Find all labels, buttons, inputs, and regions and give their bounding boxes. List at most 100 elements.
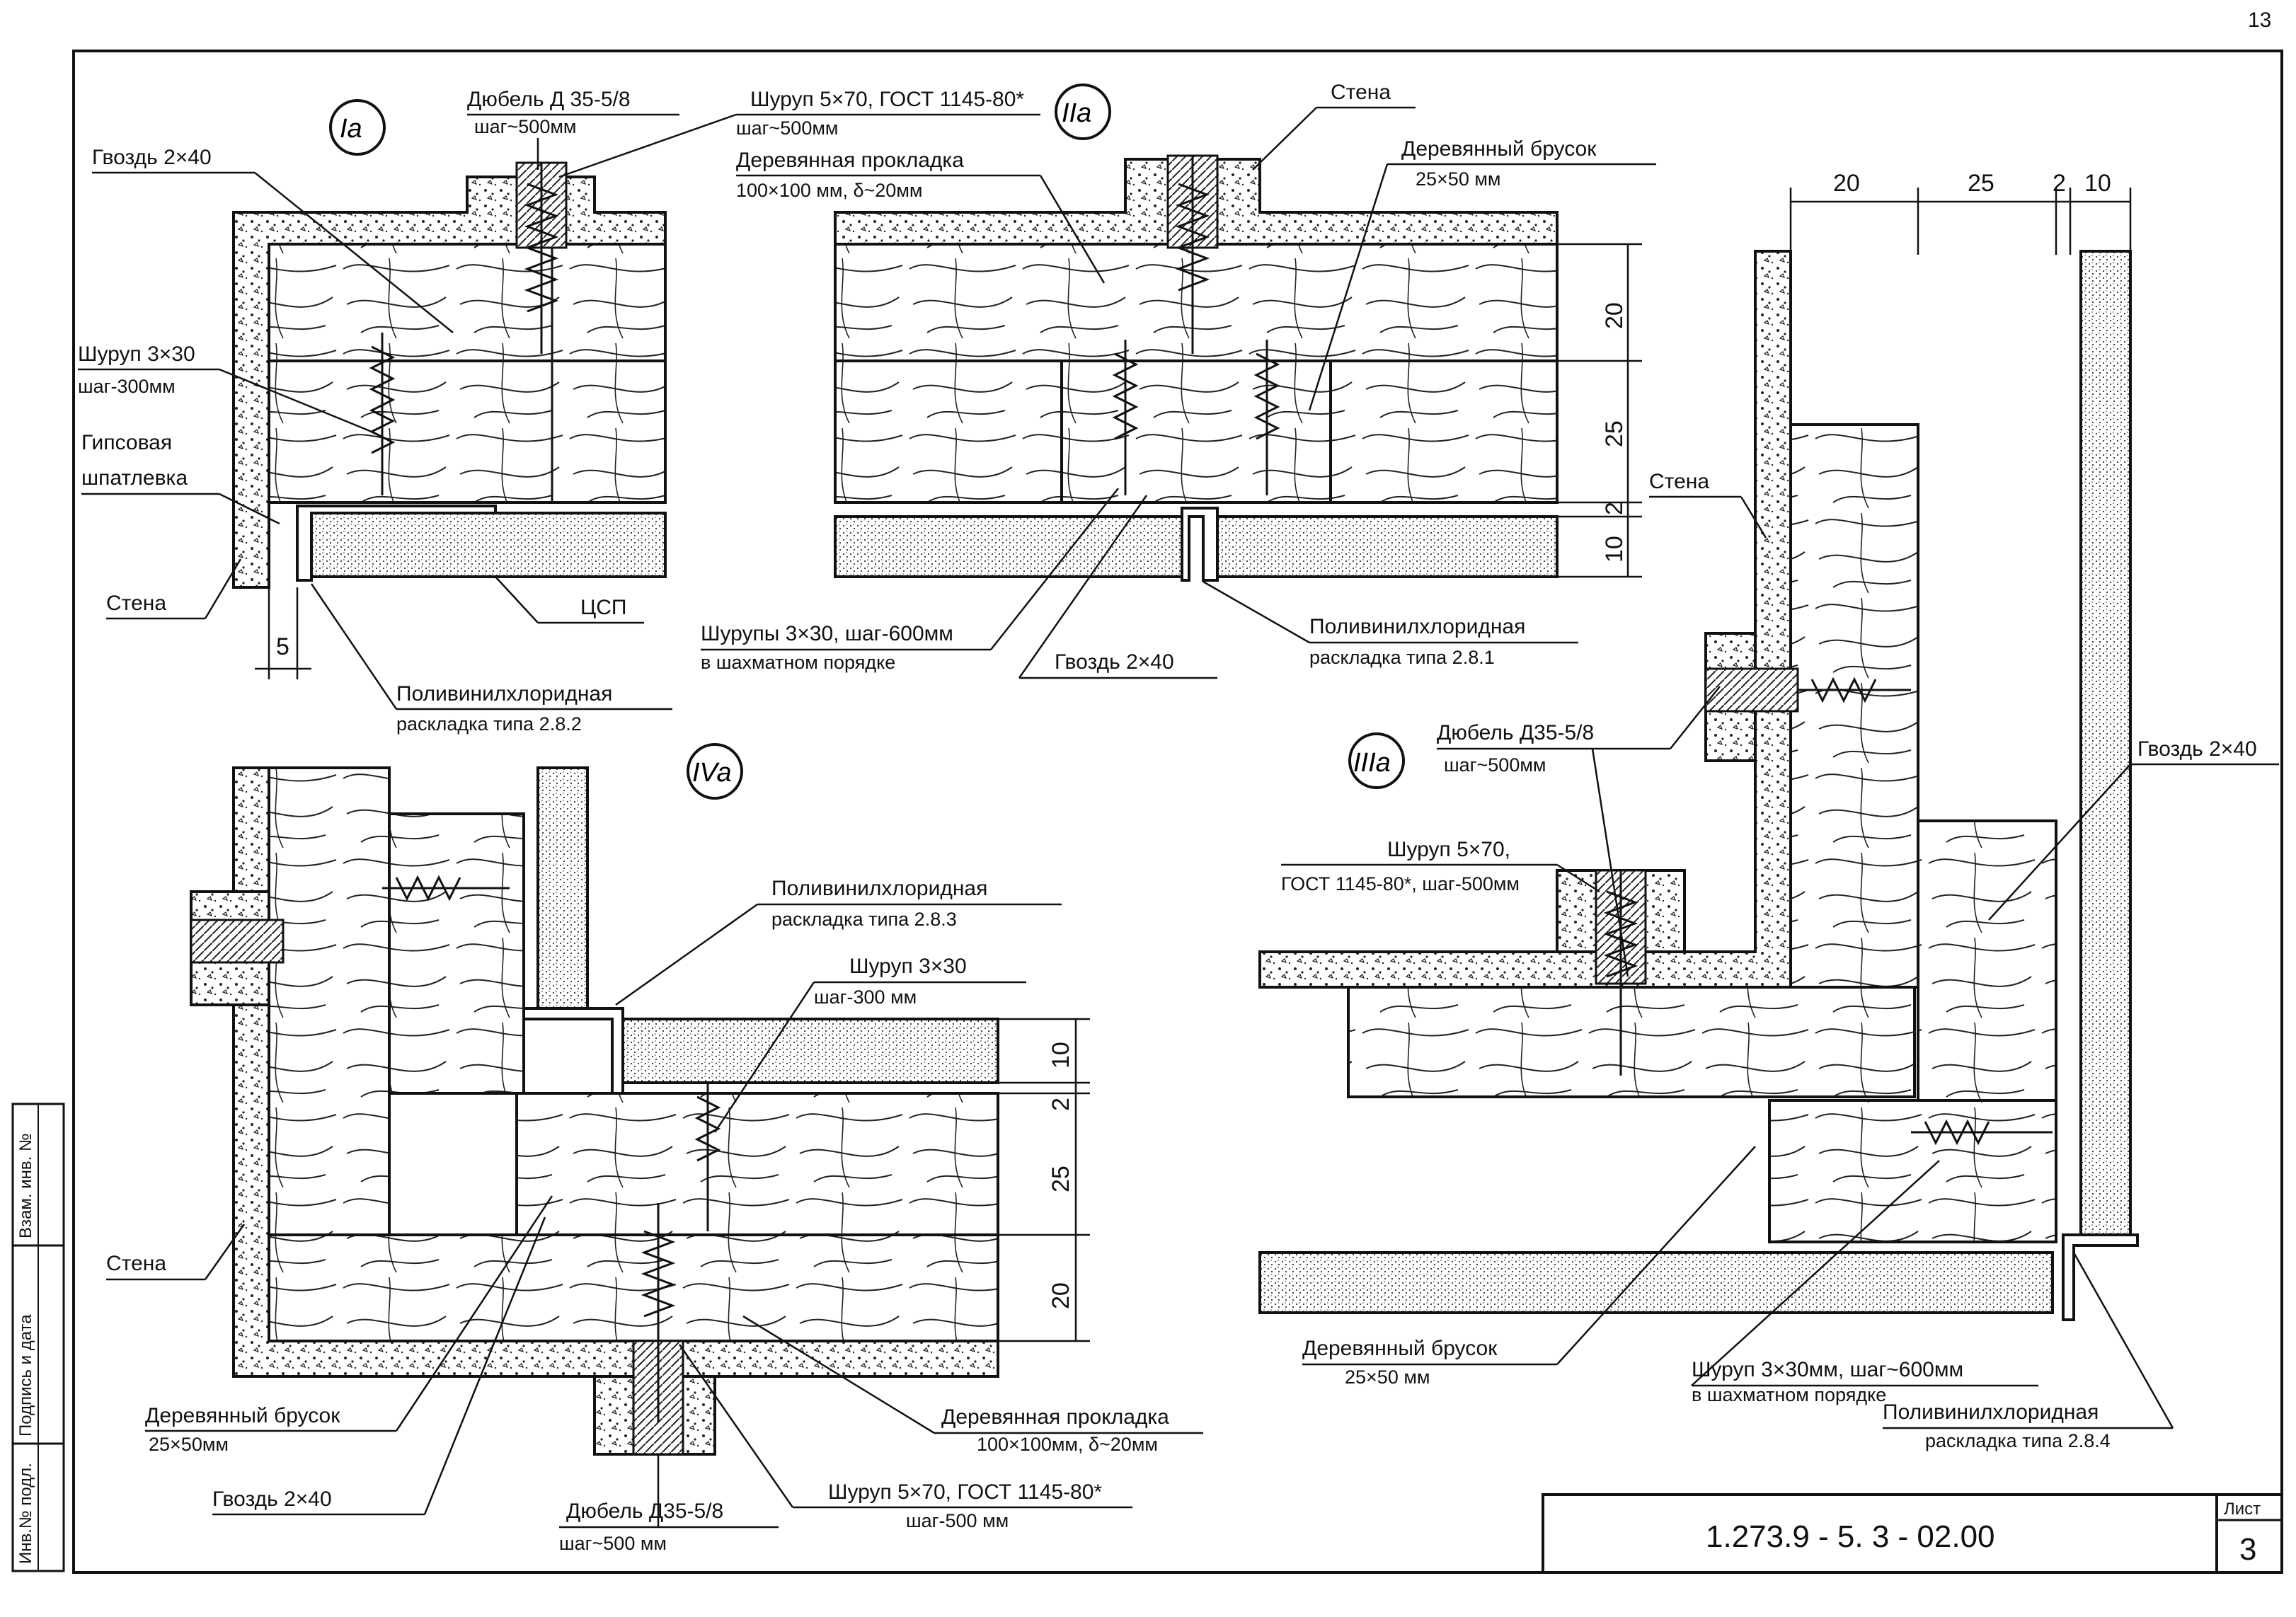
detail-IIIa-wall-label: Стена (1649, 470, 1709, 493)
detail-IIa-wood-bar-right (1329, 359, 1559, 504)
page-number: 13 (2248, 8, 2271, 32)
detail-Ia-dim-5: 5 (276, 633, 289, 660)
detail-IIa-pad-label-1: Деревянная прокладка (736, 149, 964, 172)
detail-IIa-screws-label-1: Шурупы 3×30, шаг-600мм (701, 622, 953, 645)
detail-IIa-wood-pad (834, 243, 1559, 362)
detail-IVa-screw-label: Шуруп 5×70, ГОСТ 1145-80* (828, 1480, 1102, 1504)
detail-IIa-bar-label-1: Деревянный брусок (1401, 137, 1597, 161)
detail-IIIa-screw-label-2: ГОСТ 1145-80*, шаг-500мм (1281, 873, 1520, 894)
detail-Ia-dowel-label: Дюбель Д 35-5/8 (467, 88, 631, 111)
detail-IIIa-dowel-vertical (1704, 667, 1799, 713)
detail-IIa-dim-10: 10 (1601, 536, 1628, 563)
detail-Ia-gypsum-label-2: шпатлевка (81, 466, 188, 490)
detail-Ia-dowel-step: шаг~500мм (474, 116, 576, 137)
detail-IIa-wood-bar-left (834, 359, 1070, 504)
detail-Ia-nail-label: Гвоздь 2×40 (92, 146, 212, 169)
detail-Ia-small-screw-step: шаг-300мм (78, 376, 176, 397)
detail-Ia: Ia Дюбель Д 35-5/8 шаг~500мм Шуруп 5×70,… (78, 88, 1040, 735)
detail-Ia-screw-label: Шуруп 5×70, ГОСТ 1145-80* (750, 88, 1024, 111)
detail-IIa-marker-circle (1055, 84, 1111, 140)
detail-IIIa-pvc-label-2: раскладка типа 2.8.4 (1925, 1430, 2111, 1451)
document-code: 1.273.9 - 5. 3 - 02.00 (1706, 1519, 1995, 1554)
detail-Ia-wall-label: Стена (106, 592, 166, 615)
detail-IVa-pad-label-1: Деревянная прокладка (941, 1405, 1169, 1429)
detail-IVa-board-horizontal (611, 1018, 999, 1084)
detail-IIIa-screw-label-1: Шуруп 5×70, (1387, 838, 1510, 861)
detail-IIIa-dowel-label: Дюбель Д35-5/8 (1437, 721, 1594, 744)
stamp-inv-replaced: Взам. инв. № (16, 1133, 35, 1238)
detail-IIa-dim-25: 25 (1601, 420, 1628, 447)
detail-Ia-wall (232, 175, 667, 589)
detail-IIIa-bar-label-1: Деревянный брусок (1302, 1337, 1498, 1360)
detail-IIa-pvc-label-1: Поливинилхлоридная (1309, 615, 1525, 638)
detail-Ia-pvc-label-1: Поливинилхлоридная (396, 682, 612, 706)
detail-IIIa-nail-label: Гвоздь 2×40 (2137, 737, 2257, 761)
detail-IVa-dowel-label: Дюбель Д35-5/8 (566, 1500, 723, 1523)
detail-IIa-board-left (834, 515, 1190, 578)
detail-IIIa-wood-bar-vertical (1789, 423, 1919, 989)
sheet-number: 3 (2239, 1532, 2256, 1567)
detail-IVa-board-vertical (536, 766, 589, 1017)
sheet-label: Лист (2224, 1500, 2261, 1519)
detail-IVa-nail-label: Гвоздь 2×40 (212, 1487, 332, 1511)
detail-IIIa-pvc-profile (2062, 1233, 2139, 1321)
detail-IVa-small-screw-step: шаг-300 мм (814, 986, 917, 1008)
detail-IIIa-dim-top-20: 20 (1833, 170, 1860, 197)
detail-IVa-wall-label: Стена (106, 1252, 166, 1275)
detail-IIIa-wood-bar-horizontal (1347, 986, 1916, 1098)
detail-IVa-bar-label-1: Деревянный брусок (145, 1404, 340, 1427)
detail-IIIa-dim-top-10: 10 (2084, 170, 2111, 197)
detail-IVa-dowel-step: шаг~500 мм (559, 1533, 667, 1554)
detail-IIIa-wood-bar-lower (1768, 1099, 2057, 1243)
detail-IVa-dim-20: 20 (1047, 1282, 1074, 1309)
detail-IIa-marker: IIa (1062, 98, 1091, 128)
detail-IIa-wall-label: Стена (1331, 81, 1391, 104)
detail-IIIa-wall (1258, 250, 1792, 989)
detail-IIIa-wood-pad (1917, 819, 2057, 1102)
detail-IVa: IVa Поливинилхлоридная раскладка типа 2.… (106, 743, 1203, 1554)
detail-Ia-board (310, 512, 667, 578)
detail-Ia-wood-bar-mid (268, 359, 667, 504)
detail-Ia-pvc-label-2: раскладка типа 2.8.2 (396, 713, 582, 735)
detail-Ia-screw-step: шаг~500мм (736, 117, 838, 139)
detail-IIIa-dim-top-25: 25 (1968, 170, 1994, 197)
detail-IVa-marker: IVa (692, 758, 732, 788)
detail-IIIa-pvc-label-1: Поливинилхлоридная (1883, 1400, 2099, 1424)
detail-IIIa-dowel-step: шаг~500мм (1444, 754, 1546, 776)
detail-IIIa-bar-label-2: 25×50 мм (1345, 1366, 1430, 1388)
detail-Ia-board-label: ЦСП (580, 596, 626, 619)
detail-Ia-wood-bar-top (268, 243, 667, 362)
detail-IIIa-marker: IIIa (1353, 748, 1391, 778)
detail-IIIa-screws-label-1: Шуруп 3×30мм, шаг~600мм (1692, 1358, 1963, 1381)
detail-Ia-marker-circle (329, 99, 386, 156)
detail-IVa-marker-circle (687, 743, 743, 800)
detail-IVa-wood-bar-mid (515, 1092, 999, 1236)
detail-IVa-pvc-profile (522, 1007, 624, 1095)
detail-IIa-dim-2: 2 (1601, 502, 1628, 515)
stamp-inv-original: Инв.№ подл. (16, 1463, 35, 1564)
detail-IIIa-dim-top-2: 2 (2053, 170, 2066, 197)
detail-IVa-wood-pad (388, 812, 525, 1095)
detail-IIIa-screws-label-2: в шахматном порядке (1692, 1384, 1886, 1405)
detail-Ia-marker: Ia (340, 114, 362, 144)
detail-IIa-bar-label-2: 25×50 мм (1416, 168, 1500, 190)
detail-IIa: IIa Деревянная прокладка 100×100 мм, δ~2… (701, 81, 1656, 679)
detail-IIa-pad-label-2: 100×100 мм, δ~20мм (736, 180, 922, 201)
stamp-sign-date: Подпись и дата (16, 1314, 35, 1437)
detail-IVa-dim-25: 25 (1047, 1166, 1074, 1192)
detail-IVa-dim-2: 2 (1047, 1098, 1074, 1111)
detail-IVa-pad-label-2: 100×100мм, δ~20мм (977, 1434, 1158, 1455)
detail-IIIa: IIIa 20 25 2 10 Стена (1258, 170, 2279, 1451)
title-block: 1.273.9 - 5. 3 - 02.00 Лист 3 (1542, 1493, 2283, 1574)
detail-Ia-small-screw-label: Шуруп 3×30 (78, 343, 195, 366)
detail-Ia-pvc-profile (296, 505, 497, 582)
detail-IVa-small-screw-label: Шуруп 3×30 (849, 955, 967, 978)
detail-IVa-bar-label-2: 25×50мм (149, 1434, 229, 1455)
detail-IIa-dim-20: 20 (1601, 302, 1628, 329)
sheet-frame (72, 50, 2283, 1574)
detail-IIa-pvc-profile (1181, 507, 1219, 582)
detail-IIa-pvc-label-2: раскладка типа 2.8.1 (1309, 647, 1495, 668)
detail-IVa-screw-step: шаг-500 мм (906, 1510, 1009, 1531)
detail-IIa-board-right (1202, 515, 1559, 578)
